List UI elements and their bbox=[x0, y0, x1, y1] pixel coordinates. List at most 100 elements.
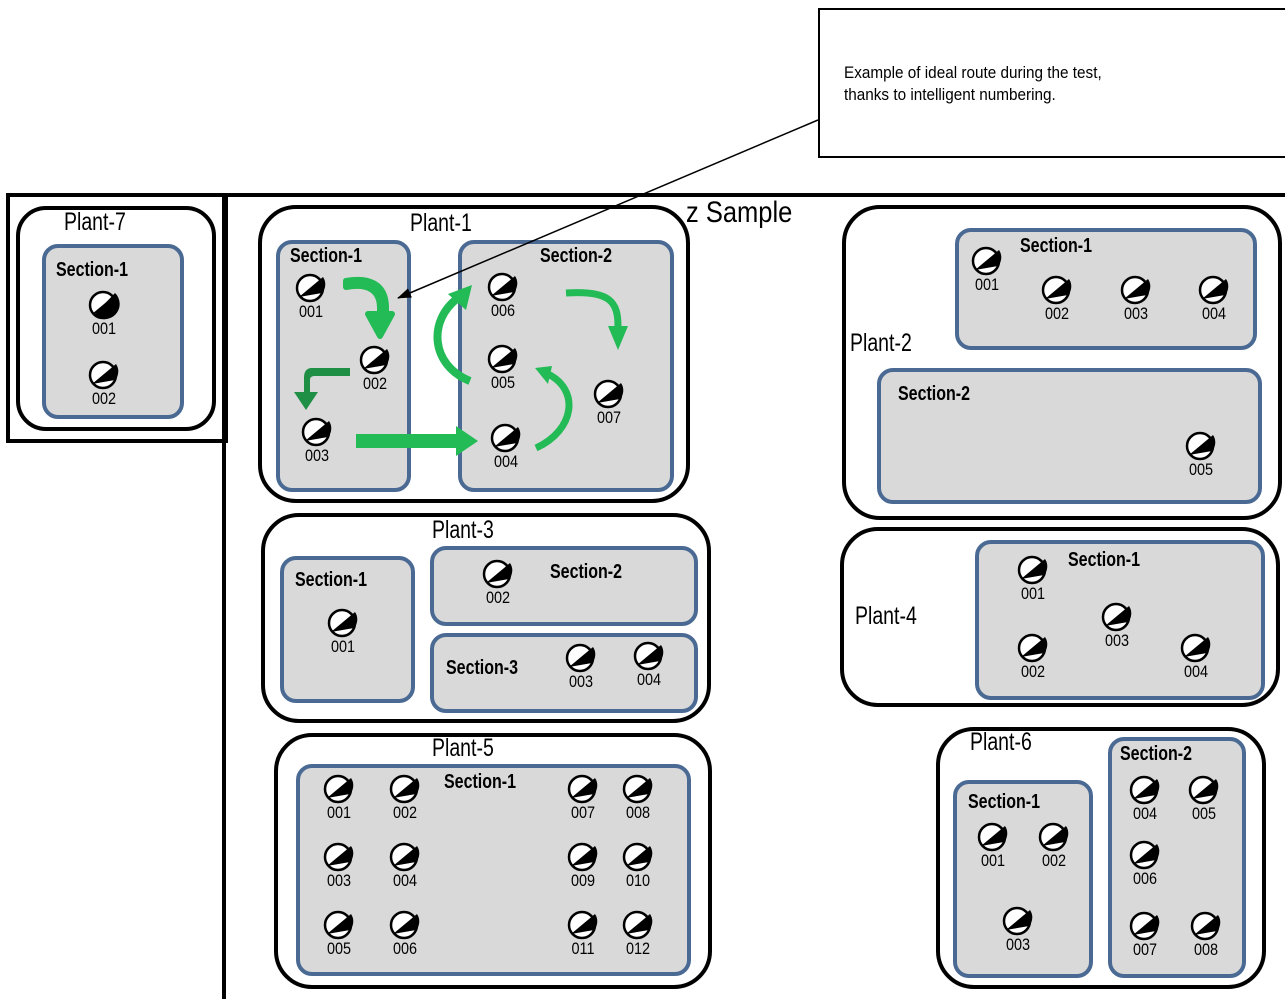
measurement-point-icon bbox=[622, 842, 653, 872]
measurement-point[interactable]: 001 bbox=[324, 608, 362, 664]
measurement-point-icon bbox=[1017, 555, 1048, 585]
plant-5-section-1-title: Section-1 bbox=[444, 771, 517, 793]
measurement-point-icon bbox=[1198, 275, 1229, 305]
measurement-point[interactable]: 002 bbox=[1038, 275, 1076, 331]
measurement-point[interactable]: 007 bbox=[1126, 911, 1164, 967]
plant-7-section-1-title: Section-1 bbox=[56, 259, 129, 281]
measurement-point[interactable]: 004 bbox=[487, 423, 525, 479]
measurement-point-label: 007 bbox=[570, 803, 596, 822]
plant-5-section-1[interactable] bbox=[296, 764, 691, 976]
measurement-point-label: 008 bbox=[625, 803, 651, 822]
measurement-point-icon bbox=[633, 641, 664, 671]
measurement-point-label: 004 bbox=[392, 871, 418, 890]
measurement-point-label: 001 bbox=[326, 803, 352, 822]
measurement-point-icon bbox=[295, 273, 326, 303]
measurement-point-icon bbox=[567, 774, 598, 804]
measurement-point[interactable]: 002 bbox=[479, 559, 517, 615]
measurement-point[interactable]: 005 bbox=[320, 910, 358, 966]
plant-3-section-1-title: Section-1 bbox=[295, 569, 368, 591]
measurement-point[interactable]: 006 bbox=[386, 910, 424, 966]
measurement-point-icon bbox=[1190, 911, 1221, 941]
measurement-point-label: 003 bbox=[1104, 631, 1130, 650]
measurement-point-label: 004 bbox=[636, 670, 662, 689]
measurement-point-icon bbox=[1002, 906, 1033, 936]
measurement-point-icon bbox=[1041, 275, 1072, 305]
measurement-point[interactable]: 004 bbox=[386, 842, 424, 898]
callout-line-2: thanks to intelligent numbering. bbox=[844, 85, 1056, 104]
measurement-point-icon bbox=[490, 423, 521, 453]
measurement-point[interactable]: 004 bbox=[630, 641, 668, 697]
measurement-point[interactable]: 003 bbox=[562, 643, 600, 699]
plant-3-section-2[interactable] bbox=[430, 546, 698, 626]
measurement-point[interactable]: 006 bbox=[484, 272, 522, 328]
measurement-point[interactable]: 008 bbox=[1187, 911, 1225, 967]
measurement-point-label: 004 bbox=[1201, 304, 1227, 323]
plant-7-section-1[interactable] bbox=[42, 244, 184, 419]
measurement-point[interactable]: 006 bbox=[1126, 840, 1164, 896]
measurement-point[interactable]: 001 bbox=[968, 246, 1006, 302]
measurement-point[interactable]: 002 bbox=[1035, 822, 1073, 878]
plant-3-section-2-title: Section-2 bbox=[550, 561, 623, 583]
measurement-point[interactable]: 008 bbox=[619, 774, 657, 830]
measurement-point-label: 006 bbox=[392, 939, 418, 958]
plant-6-section-1-title: Section-1 bbox=[968, 791, 1041, 813]
measurement-point[interactable]: 001 bbox=[292, 273, 330, 329]
measurement-point[interactable]: 002 bbox=[85, 360, 123, 416]
measurement-point-label: 004 bbox=[1183, 662, 1209, 681]
measurement-point[interactable]: 001 bbox=[85, 290, 123, 346]
plant-4-title: Plant-4 bbox=[855, 602, 917, 630]
measurement-point[interactable]: 003 bbox=[320, 842, 358, 898]
plant-6-section-1[interactable] bbox=[953, 780, 1093, 978]
measurement-point[interactable]: 003 bbox=[1098, 602, 1136, 658]
measurement-point[interactable]: 001 bbox=[1014, 555, 1052, 611]
measurement-point-label: 005 bbox=[326, 939, 352, 958]
measurement-point[interactable]: 004 bbox=[1126, 775, 1164, 831]
measurement-point-icon bbox=[622, 910, 653, 940]
measurement-point[interactable]: 002 bbox=[356, 345, 394, 401]
measurement-point[interactable]: 011 bbox=[564, 910, 602, 966]
measurement-point-icon bbox=[1180, 633, 1211, 663]
measurement-point-icon bbox=[482, 559, 513, 589]
measurement-point[interactable]: 004 bbox=[1177, 633, 1215, 689]
measurement-point[interactable]: 005 bbox=[1182, 431, 1220, 487]
measurement-point[interactable]: 002 bbox=[386, 774, 424, 830]
measurement-point-label: 002 bbox=[392, 803, 418, 822]
measurement-point-label: 005 bbox=[490, 373, 516, 392]
measurement-point-label: 002 bbox=[1020, 662, 1046, 681]
measurement-point[interactable]: 001 bbox=[320, 774, 358, 830]
measurement-point-icon bbox=[327, 608, 358, 638]
measurement-point-icon bbox=[1129, 911, 1160, 941]
measurement-point-label: 002 bbox=[362, 374, 388, 393]
measurement-point[interactable]: 001 bbox=[974, 822, 1012, 878]
measurement-point[interactable]: 004 bbox=[1195, 275, 1233, 331]
plant-6-section-2-title: Section-2 bbox=[1120, 743, 1193, 765]
measurement-point[interactable]: 003 bbox=[298, 417, 336, 473]
measurement-point-icon bbox=[359, 345, 390, 375]
measurement-point[interactable]: 009 bbox=[564, 842, 602, 898]
measurement-point-icon bbox=[1017, 633, 1048, 663]
measurement-point[interactable]: 010 bbox=[619, 842, 657, 898]
measurement-point[interactable]: 012 bbox=[619, 910, 657, 966]
measurement-point-icon bbox=[622, 774, 653, 804]
measurement-point-label: 002 bbox=[1041, 851, 1067, 870]
measurement-point-icon bbox=[88, 360, 119, 390]
measurement-point[interactable]: 002 bbox=[1014, 633, 1052, 689]
measurement-point[interactable]: 003 bbox=[999, 906, 1037, 962]
measurement-point-label: 004 bbox=[493, 452, 519, 471]
measurement-point[interactable]: 005 bbox=[1185, 775, 1223, 831]
plant-1-section-2-title: Section-2 bbox=[540, 245, 613, 267]
measurement-point-icon bbox=[567, 842, 598, 872]
measurement-point-label: 002 bbox=[485, 588, 511, 607]
measurement-point-label: 008 bbox=[1193, 940, 1219, 959]
measurement-point[interactable]: 007 bbox=[564, 774, 602, 830]
measurement-point-icon bbox=[389, 774, 420, 804]
measurement-point-icon bbox=[323, 842, 354, 872]
measurement-point-label: 005 bbox=[1191, 804, 1217, 823]
measurement-point[interactable]: 005 bbox=[484, 344, 522, 400]
measurement-point-icon bbox=[1101, 602, 1132, 632]
measurement-point-label: 009 bbox=[570, 871, 596, 890]
measurement-point[interactable]: 003 bbox=[1117, 275, 1155, 331]
measurement-point[interactable]: 007 bbox=[590, 379, 628, 435]
plant-1-section-1-title: Section-1 bbox=[290, 245, 363, 267]
measurement-point-label: 003 bbox=[304, 446, 330, 465]
